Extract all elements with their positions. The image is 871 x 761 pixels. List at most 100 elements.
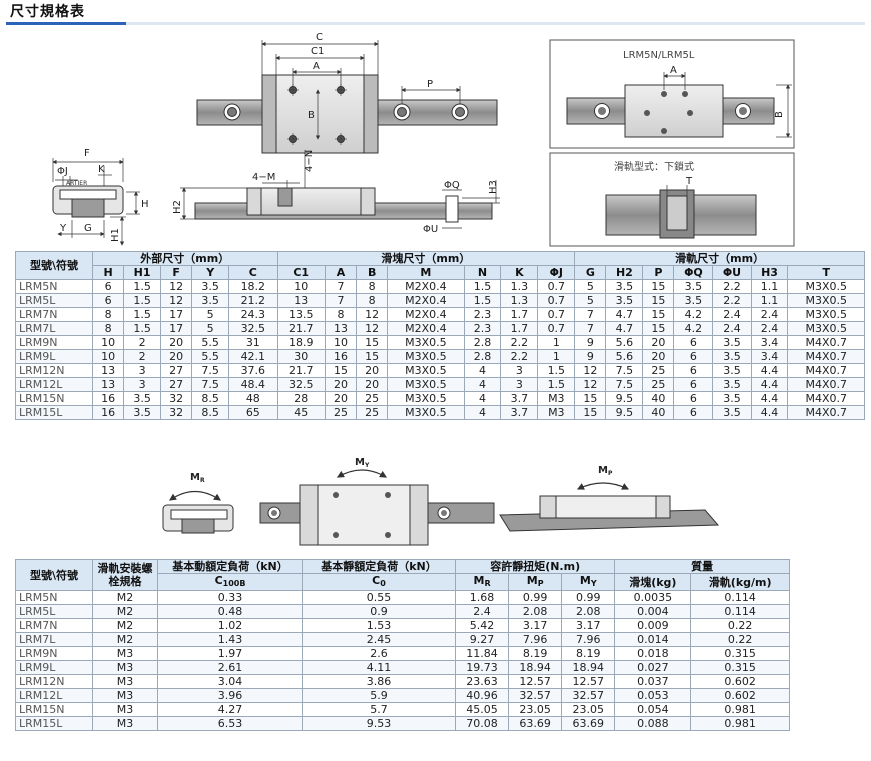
- value-cell: 3.96: [157, 688, 303, 703]
- value-cell: 0.9: [302, 604, 456, 619]
- value-cell: M3X0.5: [787, 321, 865, 336]
- value-cell: M2X0.4: [387, 307, 465, 322]
- value-cell: 20: [356, 363, 389, 378]
- value-cell: 2.08: [561, 604, 616, 619]
- value-cell: 6: [673, 349, 714, 364]
- value-cell: 0.009: [614, 618, 692, 633]
- table1-col-header: C1: [276, 265, 326, 280]
- table1-col-header: ΦQ: [673, 265, 714, 280]
- label-c1: C1: [311, 46, 324, 57]
- value-cell: 2.4: [712, 307, 752, 322]
- value-cell: 4: [463, 391, 502, 406]
- value-cell: 70.08: [454, 716, 510, 731]
- value-cell: 1.3: [500, 279, 539, 294]
- value-cell: 1.5: [463, 279, 502, 294]
- label-phi-j: ΦJ: [57, 166, 68, 177]
- table1-col-header: B: [356, 265, 389, 280]
- model-cell: LRM15L: [15, 405, 93, 420]
- value-cell: 63.69: [561, 716, 616, 731]
- static-load-symbol: C0: [302, 573, 456, 591]
- model-cell: LRM7N: [15, 618, 93, 633]
- value-cell: 4: [463, 363, 502, 378]
- load-rating-table: 型號\符號 滑軌安裝螺栓規格 基本動額定負荷（kN） 基本靜額定負荷（kN） 容…: [15, 559, 790, 731]
- value-cell: M3: [92, 660, 158, 675]
- value-cell: 1.1: [750, 279, 789, 294]
- table1-col-header: H2: [605, 265, 644, 280]
- value-cell: 2.2: [712, 293, 752, 308]
- dynamic-load-symbol: C100B: [157, 573, 303, 591]
- label-c: C: [316, 32, 323, 43]
- variant-label-b: B: [774, 111, 785, 118]
- value-cell: 5: [574, 279, 607, 294]
- label-phi-q: ΦQ: [444, 180, 460, 191]
- value-cell: 13: [276, 293, 326, 308]
- value-cell: 37.6: [228, 363, 278, 378]
- value-cell: 2.2: [500, 335, 539, 350]
- value-cell: 1.7: [500, 307, 539, 322]
- value-cell: 16: [91, 391, 125, 406]
- value-cell: 25: [642, 363, 675, 378]
- block-mass-header: 滑塊(kg): [614, 573, 692, 591]
- value-cell: 4.2: [673, 307, 714, 322]
- value-cell: 3.5: [191, 279, 230, 294]
- value-cell: 7.5: [191, 377, 230, 392]
- value-cell: 16: [91, 405, 125, 420]
- value-cell: 2.2: [500, 349, 539, 364]
- value-cell: M4X0.7: [787, 349, 865, 364]
- value-cell: M3X0.5: [787, 307, 865, 322]
- label-my: MY: [355, 457, 370, 469]
- variant-title: LRM5N/LRM5L: [623, 50, 695, 61]
- value-cell: 2: [123, 349, 162, 364]
- value-cell: 5.42: [454, 618, 510, 633]
- value-cell: 15: [356, 349, 389, 364]
- value-cell: 32.57: [561, 688, 616, 703]
- mr-symbol: MR: [454, 573, 510, 591]
- value-cell: 0.22: [690, 632, 790, 647]
- value-cell: 15: [324, 363, 358, 378]
- value-cell: 3.4: [750, 349, 789, 364]
- value-cell: 5: [191, 321, 230, 336]
- value-cell: 1.5: [123, 293, 162, 308]
- value-cell: 0.48: [157, 604, 303, 619]
- label-g: G: [84, 223, 92, 234]
- value-cell: M2: [92, 618, 158, 633]
- value-cell: 20: [642, 335, 675, 350]
- value-cell: 2.8: [463, 335, 502, 350]
- value-cell: 2.4: [454, 604, 510, 619]
- rail-mass-header: 滑軌(kg/m): [690, 573, 790, 591]
- label-b: B: [308, 110, 315, 121]
- value-cell: 20: [160, 349, 193, 364]
- value-cell: 23.05: [561, 702, 616, 717]
- side-view: [180, 150, 500, 229]
- value-cell: 3.5: [673, 279, 714, 294]
- value-cell: 9: [574, 335, 607, 350]
- table2-corner: 型號\符號: [15, 559, 93, 591]
- value-cell: 5.6: [605, 335, 644, 350]
- value-cell: 2.45: [302, 632, 456, 647]
- value-cell: 25: [324, 405, 358, 420]
- value-cell: 18.2: [228, 279, 278, 294]
- value-cell: 32: [160, 405, 193, 420]
- value-cell: M4X0.7: [787, 335, 865, 350]
- value-cell: 23.05: [508, 702, 563, 717]
- value-cell: 0.7: [537, 293, 576, 308]
- model-cell: LRM12N: [15, 674, 93, 689]
- value-cell: 0.33: [157, 590, 303, 605]
- value-cell: 5.9: [302, 688, 456, 703]
- label-h3: H3: [488, 180, 499, 194]
- value-cell: 3.5: [673, 293, 714, 308]
- value-cell: 3.17: [561, 618, 616, 633]
- value-cell: M3X0.5: [787, 293, 865, 308]
- value-cell: M3X0.5: [387, 377, 465, 392]
- value-cell: 24.3: [228, 307, 278, 322]
- model-cell: LRM12L: [15, 688, 93, 703]
- value-cell: 25: [642, 377, 675, 392]
- value-cell: 30: [276, 349, 326, 364]
- value-cell: 9.27: [454, 632, 510, 647]
